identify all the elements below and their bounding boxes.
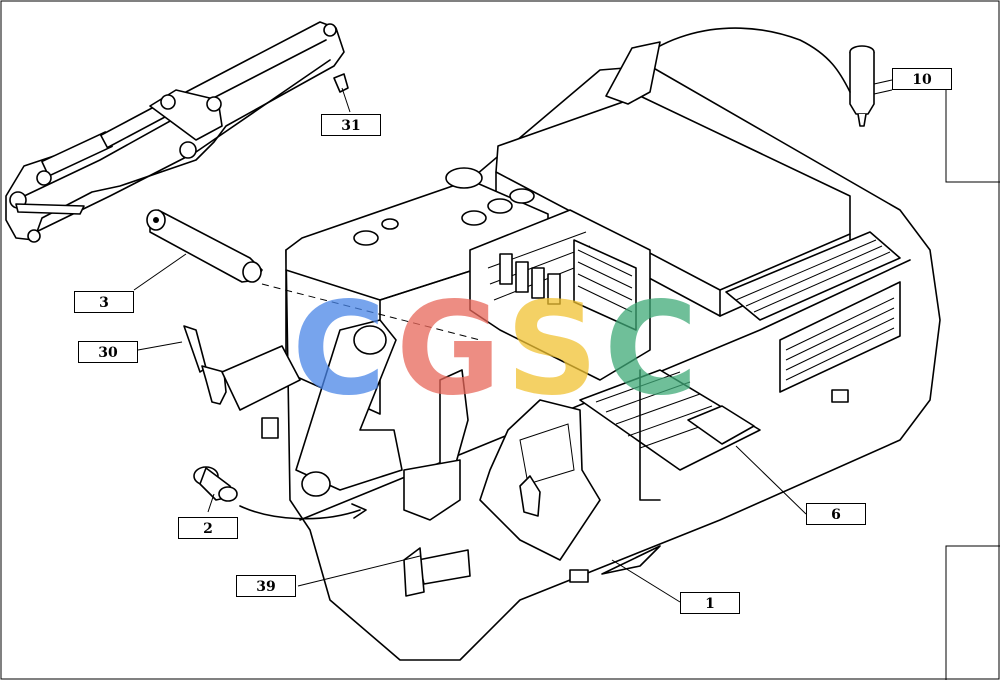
watermark-letter-2: G bbox=[396, 275, 502, 424]
grease-cartridge-10-drawing bbox=[849, 45, 875, 127]
callout-6: 6 bbox=[806, 503, 866, 525]
margin-bracket-top bbox=[945, 68, 1000, 183]
callout-1: 1 bbox=[680, 592, 740, 614]
watermark-letter-3: S bbox=[506, 275, 599, 424]
callout-2: 2 bbox=[178, 517, 238, 539]
callout-30: 30 bbox=[78, 341, 138, 363]
margin-bracket-bottom bbox=[945, 545, 1000, 680]
watermark-letter-4: C bbox=[604, 275, 698, 424]
callout-3: 3 bbox=[74, 291, 134, 313]
lever-30-drawing bbox=[183, 325, 227, 405]
watermark-letter-1: C bbox=[292, 275, 386, 424]
callout-31: 31 bbox=[321, 114, 381, 136]
callout-39: 39 bbox=[236, 575, 296, 597]
upper-structure-drawing bbox=[221, 27, 941, 661]
pin-2-drawing bbox=[193, 466, 238, 502]
boom-arm-drawing bbox=[5, 21, 349, 243]
pin-3-drawing bbox=[146, 209, 263, 283]
callout-10: 10 bbox=[892, 68, 952, 90]
